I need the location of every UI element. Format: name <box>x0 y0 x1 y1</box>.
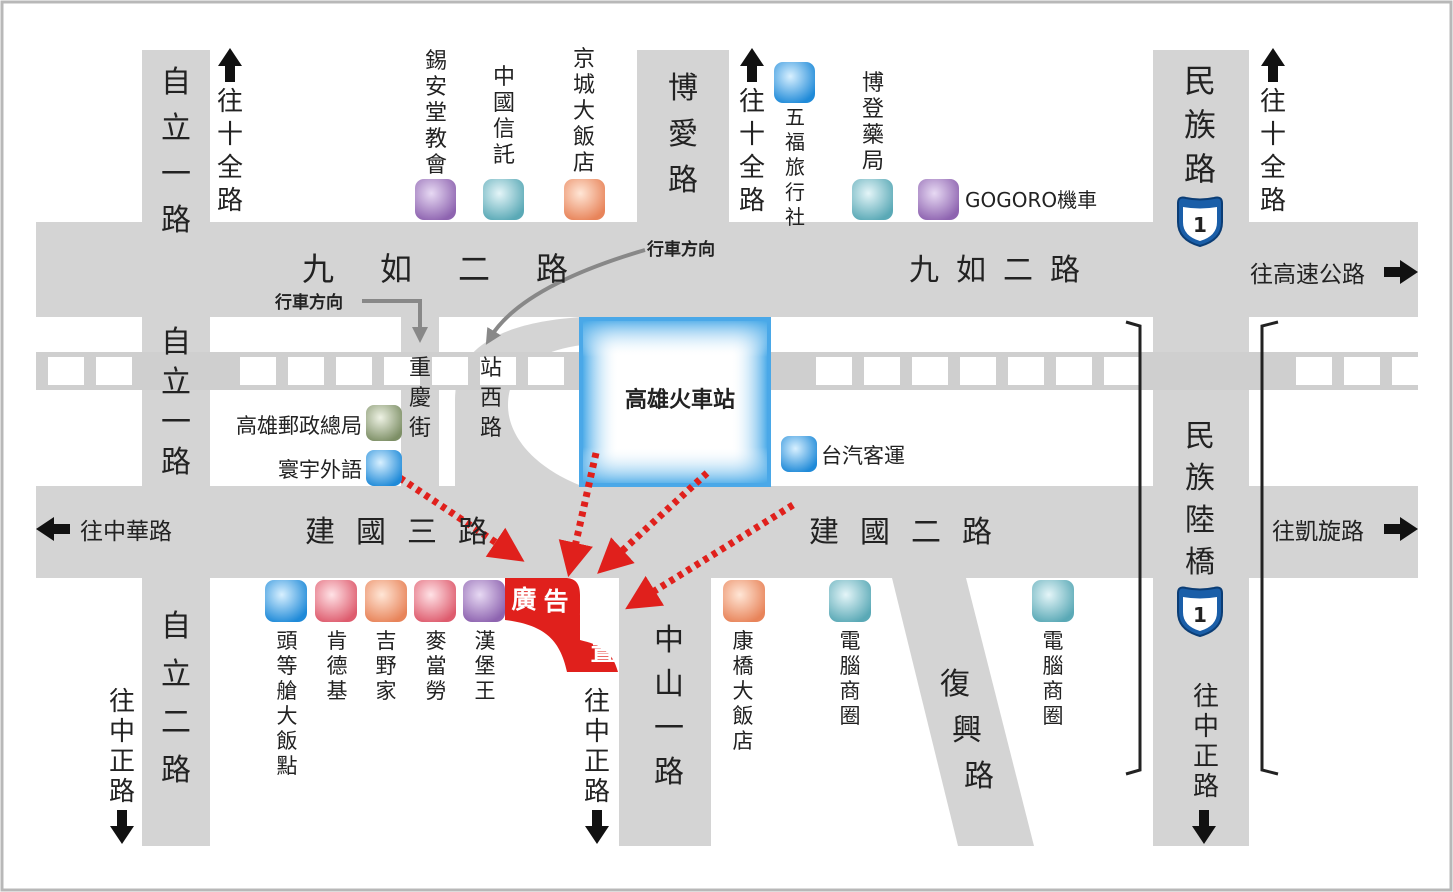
ad-location: 廣告位置 <box>505 578 618 672</box>
label-to-highway: 往高速公路 <box>1250 262 1365 288</box>
road-labels-horizontal: 九如二路 九如二路建國三路 建國二路 <box>302 250 1080 550</box>
label-china-trust: 中國信託 <box>493 65 515 168</box>
road-network <box>36 50 1418 846</box>
marker-kangqiao <box>723 580 765 622</box>
arrow-left-icon <box>36 517 70 541</box>
arrow-up-icon <box>1261 48 1285 82</box>
arrow-down-icon <box>1192 810 1216 844</box>
marker-electronics-1 <box>829 580 871 622</box>
road-jiuru-east: 九如二路 <box>909 253 1080 288</box>
label-yoshinoya: 吉野家 <box>376 629 397 703</box>
highway-number: 1 <box>1193 213 1207 237</box>
marker-gogoro <box>918 179 959 220</box>
landmark-markers <box>265 62 1074 622</box>
marker-china-trust <box>483 179 524 220</box>
road-jianguo3: 建國三路 <box>305 515 488 550</box>
road-zhongshan: 中山一路 <box>654 623 684 790</box>
road-ziyi <box>142 50 210 846</box>
label-huanyu: 寰宇外語 <box>278 458 362 482</box>
horizontal-labels: GOGORO機車 高雄郵政總局 寰宇外語 台汽客運 往高速公路 往凱旋路 往中華… <box>80 188 1365 545</box>
arrow-right-icon <box>1384 517 1418 541</box>
traffic-arrows: 行車方向 行車方向 <box>274 239 715 345</box>
marker-kfc <box>315 580 357 622</box>
vertical-labels: 自立一路往十全路錫安堂教會中國信託京城大飯店博愛路往十全路五福旅行社博登藥局民族… <box>109 47 1286 807</box>
marker-huanyu <box>366 450 402 486</box>
label-wufu: 五福旅行社 <box>785 105 805 229</box>
highway-number: 1 <box>1193 603 1207 627</box>
marker-jingcheng <box>564 179 605 220</box>
label-kangqiao: 康橋大飯店 <box>733 629 754 753</box>
direction-arrows <box>36 48 1418 844</box>
arrow-down-icon <box>585 810 609 844</box>
ad-label: 廣告位置 <box>511 585 615 666</box>
road-boai: 博愛路 <box>668 71 698 198</box>
marker-kuo-kuang <box>781 436 817 472</box>
label-kuo-kuang: 台汽客運 <box>821 444 905 468</box>
road-ziyi1-top: 自立一路 <box>161 65 191 238</box>
road-ziyi2: 自立二路 <box>161 609 191 788</box>
marker-electronics-2 <box>1032 580 1074 622</box>
traffic-label-1: 行車方向 <box>274 292 343 313</box>
label-toudeng: 頭等艙大飯點 <box>277 629 298 778</box>
bridge-brackets <box>1125 320 1279 776</box>
road-minzu <box>1153 50 1249 846</box>
label-electronics-2: 電腦商圈 <box>1043 629 1064 728</box>
highway-shield-top: 1 <box>1177 196 1223 248</box>
traffic-label-2: 行車方向 <box>646 239 715 260</box>
label-electronics-1: 電腦商圈 <box>840 629 861 728</box>
label-jingcheng: 京城大飯店 <box>573 47 595 176</box>
arrow-right-icon <box>1384 260 1418 284</box>
marker-wufu <box>774 62 815 103</box>
dir-zhongzheng-1: 往中正路 <box>109 687 135 807</box>
label-kfc: 肯德基 <box>327 629 348 703</box>
road-fuxing <box>892 578 1034 846</box>
arrow-up-icon <box>218 48 242 82</box>
dir-zhongzheng-2: 往中正路 <box>584 687 610 807</box>
road-boai <box>637 50 729 222</box>
kaohsiung-station: 高雄火車站 <box>579 317 771 487</box>
dir-shiquan-1: 往十全路 <box>217 87 243 216</box>
label-post-office: 高雄郵政總局 <box>236 414 362 438</box>
road-ziyi1-mid: 自立一路 <box>161 325 191 480</box>
road-zhanxi: 站西路 <box>480 356 502 441</box>
road-minzu-bridge: 民族陸橋 <box>1185 419 1215 580</box>
road-chongqing <box>401 317 439 486</box>
marker-bodeng <box>852 179 893 220</box>
label-mcdonalds: 麥當勞 <box>426 629 447 703</box>
label-burger-king: 漢堡王 <box>475 629 496 703</box>
label-to-zhonghua: 往中華路 <box>80 519 172 545</box>
dir-shiquan-2: 往十全路 <box>739 87 765 216</box>
road-zhongshan <box>619 578 711 846</box>
marker-burger-king <box>463 580 505 622</box>
arrow-up-icon <box>740 48 764 82</box>
arrow-down-icon <box>110 810 134 844</box>
dir-shiquan-3: 往十全路 <box>1260 87 1286 216</box>
marker-post-office <box>366 405 402 441</box>
label-gogoro: GOGORO機車 <box>965 188 1097 212</box>
marker-xian-church <box>415 179 456 220</box>
highway-shield-bottom: 1 <box>1177 586 1223 638</box>
ad-pointer-arrows <box>398 452 795 610</box>
label-bodeng: 博登藥局 <box>862 71 884 174</box>
road-jiuru-west: 九如二路 <box>302 250 568 288</box>
label-xian-church: 錫安堂教會 <box>425 49 447 178</box>
station-name: 高雄火車站 <box>625 387 735 413</box>
marker-yoshinoya <box>365 580 407 622</box>
marker-toudeng <box>265 580 307 622</box>
road-jianguo2: 建國二路 <box>809 515 992 550</box>
road-minzu: 民族路 <box>1184 62 1216 188</box>
road-chongqing: 重慶街 <box>409 356 431 441</box>
marker-mcdonalds <box>414 580 456 622</box>
label-to-kaixuan: 往凱旋路 <box>1272 519 1364 545</box>
dir-zhongzheng-3: 往中正路 <box>1193 682 1219 802</box>
road-fuxing-label: 復興路 <box>940 667 994 794</box>
